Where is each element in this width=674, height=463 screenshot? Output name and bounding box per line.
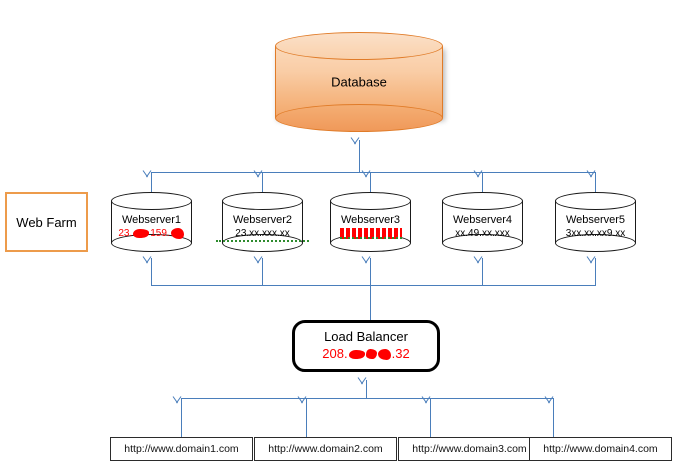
webserver3-ip (324, 227, 417, 241)
domain-url-1: http://www.domain1.com (124, 443, 239, 455)
webserver4-ip: xx.49.xx.xxx (455, 227, 510, 239)
webserver1-downlink-line (151, 258, 152, 286)
database-cylinder-top (275, 32, 443, 60)
webserver5-cylinder-bottom (555, 234, 636, 252)
webserver5-name: Webserver5 (565, 214, 626, 226)
database-cylinder-bottom (275, 104, 443, 132)
webserver-node-1[interactable]: Webserver1 23. 159. (111, 192, 192, 252)
webserver3-uplink-line (370, 172, 371, 200)
webserver1-redaction-blob-2 (170, 227, 184, 239)
load-balancer-node[interactable]: Load Balancer 208. .32 (292, 320, 440, 372)
webserver2-text: Webserver2 23.xx.xxx.xx (216, 214, 309, 243)
webserver4-uplink-line (482, 172, 483, 200)
load-balancer-uplink-line (366, 380, 367, 398)
domain-url-2: http://www.domain2.com (268, 443, 383, 455)
domain3-uplink-line (430, 398, 431, 437)
database-uplink-line (359, 140, 360, 172)
webserver3-redaction-bar (339, 227, 402, 239)
webserver1-name: Webserver1 (121, 214, 182, 226)
webserver-node-2[interactable]: Webserver2 23.xx.xxx.xx (216, 192, 309, 252)
webserver5-uplink-line (595, 172, 596, 200)
webserver1-cylinder-bottom (111, 234, 192, 252)
webserver2-name: Webserver2 (232, 214, 293, 226)
webserver3-name: Webserver3 (340, 214, 401, 226)
webserver2-cylinder-top (222, 192, 303, 210)
webserver5-cylinder-top (555, 192, 636, 210)
load-balancer-redaction-blob-2 (365, 349, 377, 360)
load-balancer-ip: 208. .32 (322, 346, 409, 363)
domain-bus-line (181, 398, 553, 399)
webserver2-cylinder-bottom (222, 234, 303, 252)
webserver2-ip: 23.xx.xxx.xx (216, 228, 309, 243)
web-farm-label: Web Farm (16, 214, 77, 230)
webserver1-ip-prefix: 23. (118, 227, 133, 239)
webserver1-ip: 23. 159. (105, 227, 198, 241)
webserver5-downlink-line (595, 258, 596, 286)
domain2-uplink-line (306, 398, 307, 437)
webserver-node-3[interactable]: Webserver3 (330, 192, 411, 252)
web-farm-label-box: Web Farm (5, 192, 88, 252)
database-node[interactable]: Database (275, 32, 443, 132)
load-balancer-ip-prefix: 208. (322, 346, 348, 361)
domain-url-4: http://www.domain4.com (543, 443, 658, 455)
webserver-node-4[interactable]: Webserver4 xx.49.xx.xxx (442, 192, 523, 252)
load-balancer-title: Load Balancer (324, 329, 408, 345)
webserver4-downlink-line (482, 258, 483, 286)
domain-box-3[interactable]: http://www.domain3.com (398, 437, 541, 461)
domain-box-1[interactable]: http://www.domain1.com (110, 437, 253, 461)
load-balancer-ip-suffix: .32 (391, 346, 410, 361)
domain-url-3: http://www.domain3.com (412, 443, 527, 455)
webserver1-cylinder-top (111, 192, 192, 210)
webserver4-text: Webserver4 xx.49.xx.xxx (436, 214, 529, 240)
webserver1-redaction-blob-1 (133, 228, 150, 238)
webserver-node-5[interactable]: Webserver5 3xx.xx.xx9.xx (555, 192, 636, 252)
database-label: Database (331, 74, 387, 90)
webserver5-ip: 3xx.xx.xx9.xx (565, 227, 626, 239)
webserver2-uplink-line (262, 172, 263, 200)
webserver1-text: Webserver1 23. 159. (105, 214, 198, 240)
domain-box-4[interactable]: http://www.domain4.com (529, 437, 672, 461)
domain-box-2[interactable]: http://www.domain2.com (254, 437, 397, 461)
webserver3-downlink-line (370, 258, 371, 320)
domain1-uplink-line (181, 398, 182, 437)
webserver1-uplink-line (151, 172, 152, 200)
webserver3-text: Webserver3 (324, 214, 417, 240)
upper-bus-line (151, 172, 596, 173)
webserver4-name: Webserver4 (452, 214, 513, 226)
webserver2-downlink-line (262, 258, 263, 286)
webserver4-cylinder-top (442, 192, 523, 210)
lower-bus-line (151, 285, 596, 286)
webserver1-ip-middle: 159. (150, 227, 170, 239)
webserver3-cylinder-top (330, 192, 411, 210)
load-balancer-redaction-blob-1 (348, 349, 365, 359)
load-balancer-redaction-blob-3 (377, 348, 391, 360)
webserver4-cylinder-bottom (442, 234, 523, 252)
webserver5-text: Webserver5 3xx.xx.xx9.xx (549, 214, 642, 240)
domain4-uplink-line (553, 398, 554, 437)
